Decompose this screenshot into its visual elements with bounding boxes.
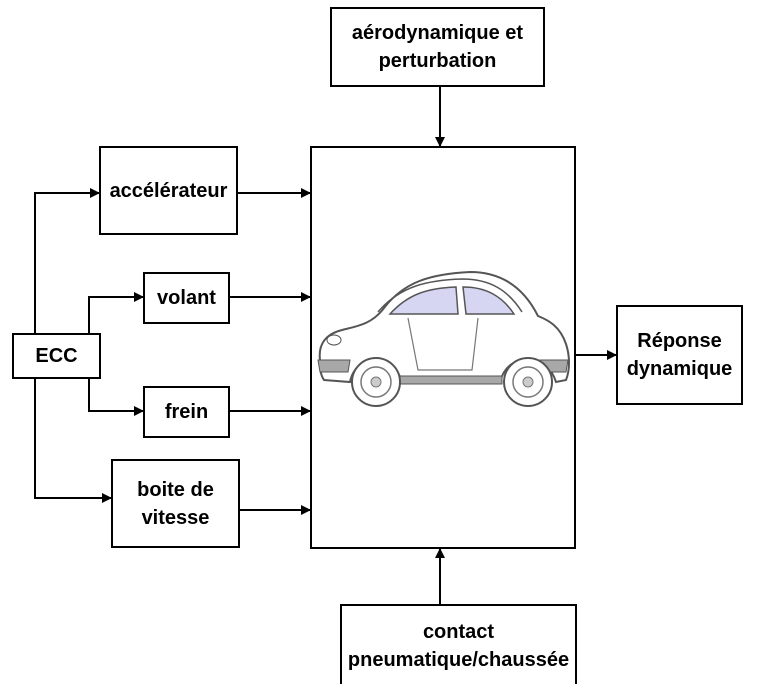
node-frein: frein	[143, 386, 230, 438]
node-aerodynamique-label: aérodynamique et perturbation	[351, 22, 524, 72]
car-sill-trim	[399, 375, 503, 385]
edge-ecc-to-volant	[88, 292, 144, 333]
car-headlight	[326, 334, 342, 346]
car-rear-window	[462, 286, 516, 315]
node-accelerateur: accélérateur	[99, 146, 238, 235]
edge-ecc-to-accelerateur	[34, 188, 100, 333]
node-boite-de-vitesse: boite de vitesse	[111, 459, 240, 548]
car-roof-line	[377, 278, 523, 313]
car-front-wheel	[351, 357, 401, 407]
edge-ecc-to-boite	[34, 378, 112, 503]
edge-ecc-to-frein	[88, 378, 144, 416]
node-volant-label: volant	[157, 287, 216, 309]
car-front-bumper	[317, 359, 351, 373]
car-rear-wheel	[503, 357, 553, 407]
node-reponse-dynamique: Réponse dynamique	[616, 305, 743, 405]
node-reponse-dynamique-label: Réponse dynamique	[626, 330, 733, 380]
node-volant: volant	[143, 272, 230, 324]
node-ecc-label: ECC	[35, 345, 78, 367]
node-contact-pneumatique-label: contact pneumatique/chaussée	[347, 621, 570, 671]
node-vehicle	[310, 146, 576, 549]
node-accelerateur-label: accélérateur	[109, 179, 228, 202]
node-boite-de-vitesse-label: boite de vitesse	[137, 478, 214, 529]
car-illustration	[317, 270, 570, 407]
node-contact-pneumatique: contact pneumatique/chaussée	[340, 604, 577, 684]
node-aerodynamique: aérodynamique et perturbation	[330, 7, 545, 87]
node-frein-label: frein	[164, 401, 209, 423]
car-side-window	[388, 286, 459, 315]
node-ecc: ECC	[12, 333, 101, 379]
car-door	[407, 317, 479, 371]
